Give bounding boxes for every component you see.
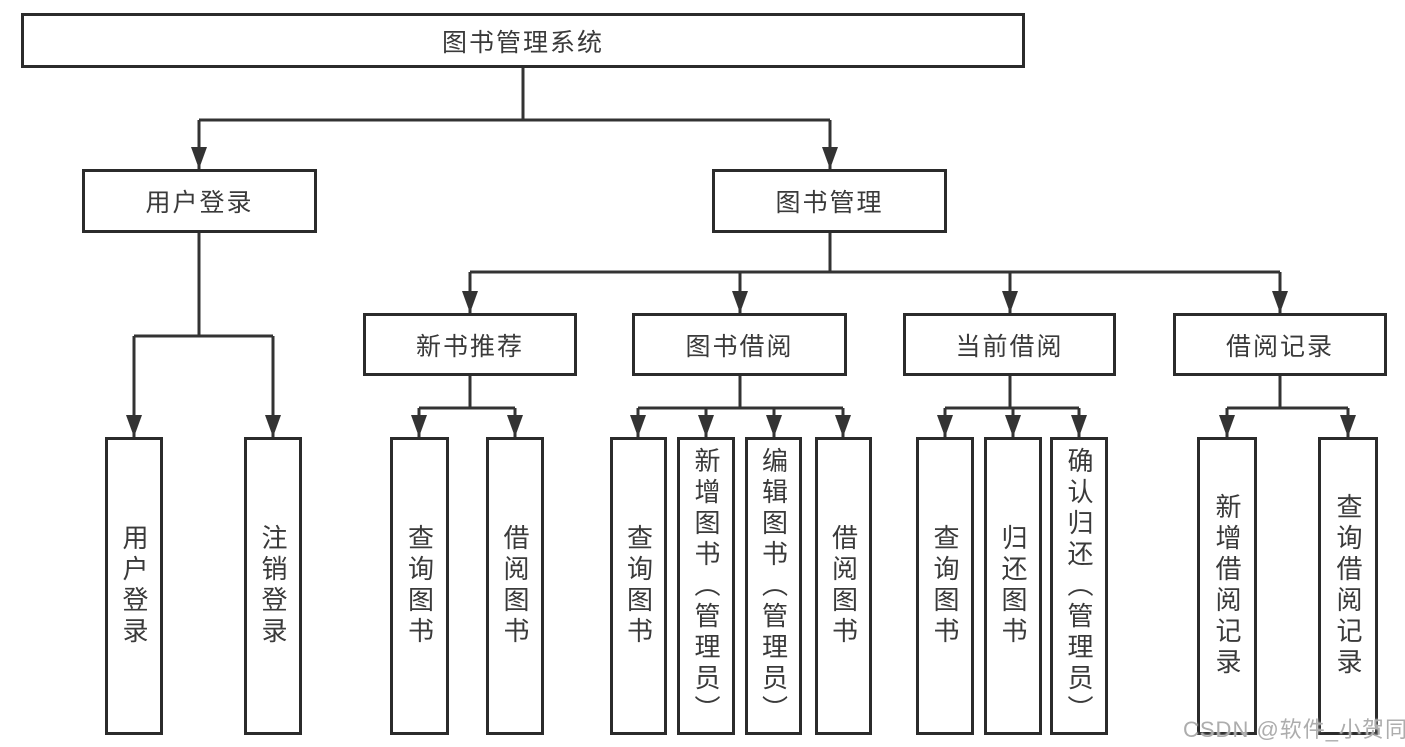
node-book-management: 图书管理	[712, 169, 947, 233]
node-user-login: 用户登录	[82, 169, 317, 233]
leaf-nbr-borrow-books: 借阅图书	[486, 437, 544, 735]
leaf-nbr-query-books: 查询图书	[390, 437, 449, 735]
leaf-bb-borrow-books: 借阅图书	[815, 437, 872, 735]
node-library-system: 图书管理系统	[21, 13, 1025, 68]
node-new-book-recommend: 新书推荐	[363, 313, 577, 376]
leaf-logout: 注销登录	[244, 437, 302, 735]
leaf-br-add-record: 新增借阅记录	[1197, 437, 1257, 735]
leaf-bb-edit-books-admin: 编辑图书（管理员）	[745, 437, 802, 735]
leaf-cb-query-books: 查询图书	[916, 437, 974, 735]
node-book-borrow: 图书借阅	[632, 313, 847, 376]
leaf-cb-return-books: 归还图书	[984, 437, 1042, 735]
node-borrow-records: 借阅记录	[1173, 313, 1387, 376]
leaf-bb-query-books: 查询图书	[610, 437, 667, 735]
leaf-user-login: 用户登录	[105, 437, 163, 735]
leaf-cb-confirm-return-admin: 确认归还（管理员）	[1050, 437, 1108, 735]
csdn-watermark: CSDN @软件_小贺同学	[1183, 717, 1405, 742]
leaf-br-query-record: 查询借阅记录	[1318, 437, 1378, 735]
leaf-bb-add-books-admin: 新增图书（管理员）	[677, 437, 735, 735]
node-current-borrow: 当前借阅	[903, 313, 1116, 376]
